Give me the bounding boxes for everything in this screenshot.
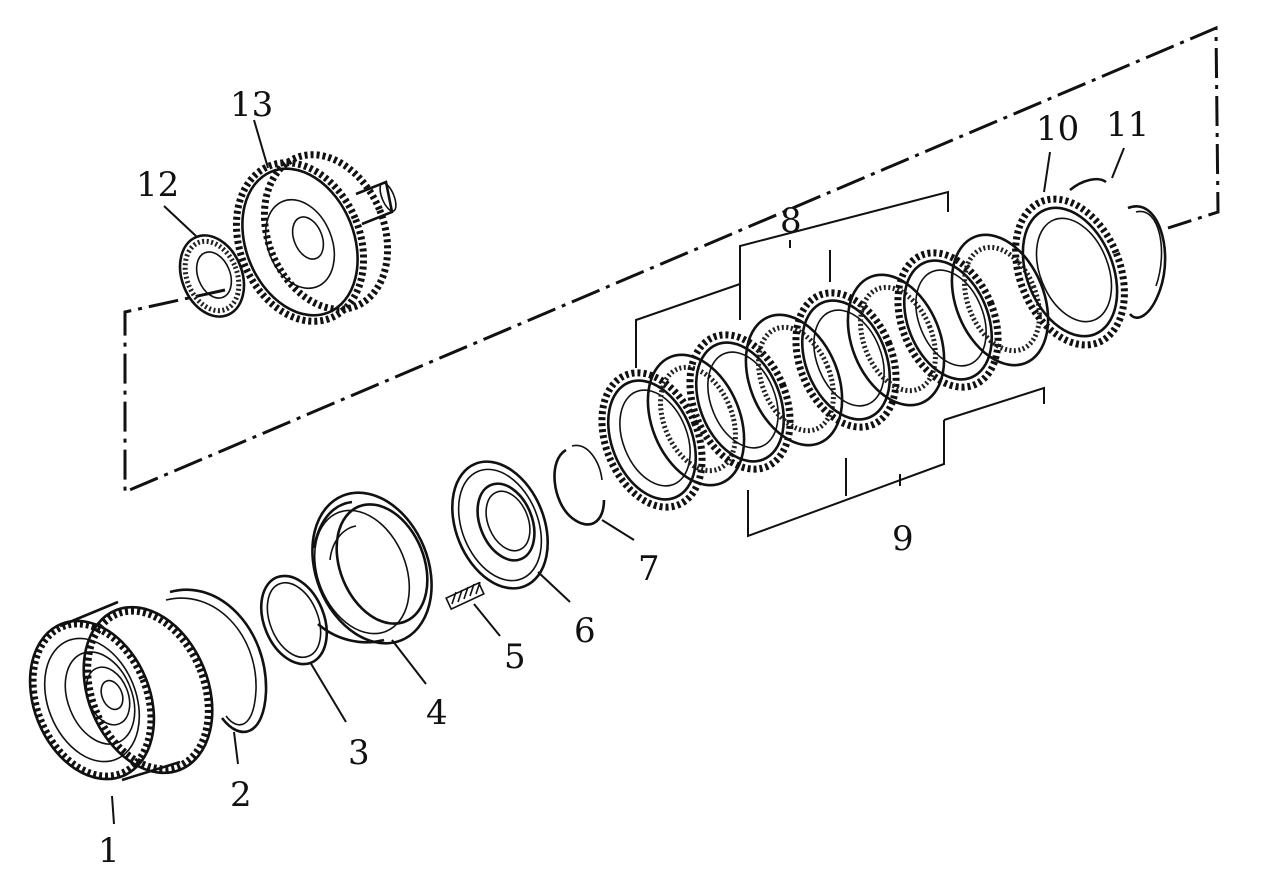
bracket-8 <box>635 190 949 368</box>
callout-2: 2 <box>230 775 252 815</box>
plate-3 <box>686 331 794 473</box>
callout-4: 4 <box>426 693 448 733</box>
leader-lines <box>111 119 1125 825</box>
part-13-clutch-hub <box>232 151 397 325</box>
part-7-snap-ring <box>553 444 606 526</box>
callout-1: 1 <box>98 831 120 871</box>
plate-5 <box>792 289 900 431</box>
plate-1 <box>598 369 706 511</box>
part-5-return-spring <box>445 581 485 611</box>
callout-labels: 1 2 3 4 5 6 7 8 9 10 11 12 13 <box>98 85 1149 871</box>
part-6-spring-retainer <box>450 460 550 590</box>
callout-8: 8 <box>780 201 802 241</box>
callout-3: 3 <box>348 733 370 773</box>
part-10-backing-plate <box>1012 195 1128 349</box>
callout-11: 11 <box>1106 105 1149 145</box>
callout-12: 12 <box>136 165 179 205</box>
part-2-seal-ring <box>165 588 268 734</box>
plate-7 <box>894 249 1002 391</box>
callout-9: 9 <box>892 519 914 559</box>
callout-5: 5 <box>504 637 526 677</box>
callout-10: 10 <box>1036 109 1079 149</box>
phantom-lines <box>123 25 1220 495</box>
part-11-snap-ring <box>1069 177 1167 319</box>
callout-7: 7 <box>638 549 660 589</box>
part-1-clutch-drum <box>28 600 214 782</box>
callout-13: 13 <box>230 85 273 125</box>
plate-4 <box>744 313 844 447</box>
part-12-thrust-bearing <box>178 234 246 318</box>
plate-6 <box>846 273 946 407</box>
plate-8 <box>950 233 1050 367</box>
clutch-pack <box>598 233 1050 511</box>
bracket-9 <box>747 386 1045 538</box>
plate-2 <box>646 353 746 487</box>
part-4-piston <box>311 491 433 645</box>
callout-6: 6 <box>574 611 596 651</box>
